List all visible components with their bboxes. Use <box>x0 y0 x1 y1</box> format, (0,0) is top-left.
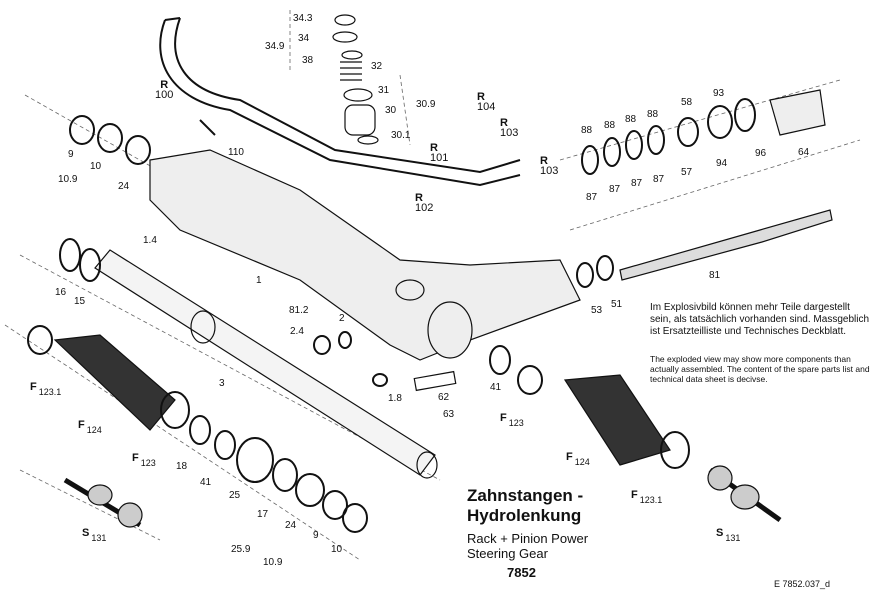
model-number: 7852 <box>507 565 536 580</box>
part-label: 88 <box>581 125 593 136</box>
rack-bar <box>94 249 438 479</box>
part-label: 87 <box>653 174 665 185</box>
part-label: 38 <box>302 55 314 66</box>
part-label: 1 <box>256 275 262 286</box>
part-label: 64 <box>798 147 810 158</box>
diagram-title: Zahnstangen -Hydrolenkung <box>467 486 584 525</box>
part-label: 30 <box>385 105 397 116</box>
steering-housing <box>149 149 581 361</box>
part-label: 25 <box>229 490 241 501</box>
part-label: 18 <box>176 461 188 472</box>
part-label: 2.4 <box>290 326 304 337</box>
part-label: 34 <box>298 33 310 44</box>
part-label: 53 <box>591 305 603 316</box>
part-label: 30.1 <box>391 130 411 141</box>
part-label: 24 <box>118 181 130 192</box>
part-label: 94 <box>716 158 728 169</box>
part-label: 96 <box>755 148 767 159</box>
part-label: 1.8 <box>388 393 402 404</box>
plate <box>413 370 457 392</box>
part-label: 62 <box>438 392 450 403</box>
part-label: 9 <box>68 149 74 160</box>
part-label: 24 <box>285 520 297 531</box>
seal-rings <box>27 98 756 533</box>
part-label: 25.9 <box>231 544 251 555</box>
part-label: 87 <box>609 184 621 195</box>
tie-rods <box>63 465 782 528</box>
pinion-shaft <box>619 89 833 281</box>
part-label: 1.4 <box>143 235 157 246</box>
part-label: 41 <box>490 382 502 393</box>
part-label: 88 <box>647 109 659 120</box>
part-label: 58 <box>681 97 693 108</box>
part-label: 81 <box>709 270 721 281</box>
note-german: Im Explosivbild können mehr Teile darges… <box>650 302 870 337</box>
part-label: 63 <box>443 409 455 420</box>
part-label: 81.2 <box>289 305 309 316</box>
part-label: 34.3 <box>293 13 313 24</box>
part-label: 34.9 <box>265 41 285 52</box>
part-label: 51 <box>611 299 623 310</box>
bellows <box>53 334 671 466</box>
part-label: 110 <box>228 147 244 158</box>
part-label: 16 <box>55 287 67 298</box>
part-label: 15 <box>74 296 86 307</box>
part-label: 87 <box>631 178 643 189</box>
part-label: 2 <box>339 313 345 324</box>
part-label: 57 <box>681 167 693 178</box>
part-label: 10 <box>90 161 102 172</box>
part-label: 93 <box>713 88 725 99</box>
part-label: 10.9 <box>58 174 78 185</box>
part-label: 9 <box>313 530 319 541</box>
part-label: 30.9 <box>416 99 436 110</box>
part-label: 88 <box>625 114 637 125</box>
part-label: 3 <box>219 378 225 389</box>
part-label: 41 <box>200 477 212 488</box>
part-label: 10 <box>331 544 343 555</box>
part-label: 88 <box>604 120 616 131</box>
valve-parts <box>332 14 379 145</box>
part-label: 32 <box>371 61 383 72</box>
part-label: 87 <box>586 192 598 203</box>
drawing-reference: E 7852.037_d <box>774 579 831 589</box>
part-label: 17 <box>257 509 269 520</box>
hydraulic-pipes <box>159 17 521 187</box>
part-label: 31 <box>378 85 390 96</box>
note-english: The exploded view may show more componen… <box>650 354 870 384</box>
part-label: 10.9 <box>263 557 283 568</box>
